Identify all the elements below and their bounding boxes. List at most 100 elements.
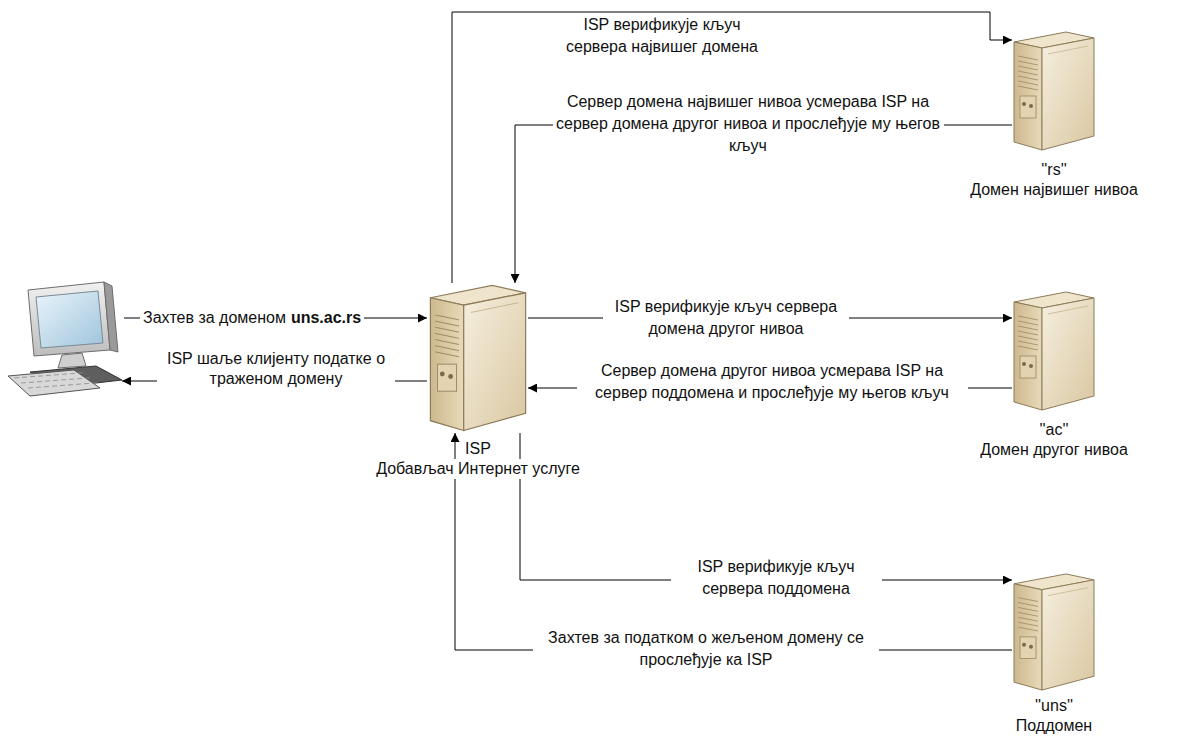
server-side [1042, 38, 1094, 150]
vent-slot [1018, 61, 1038, 65]
domain-name: uns.ac.rs [291, 309, 361, 326]
key-stroke [37, 381, 42, 382]
key-stroke [30, 376, 35, 377]
vent-slot [435, 346, 459, 351]
server-side [1042, 298, 1094, 410]
key-stroke [52, 385, 57, 386]
vent-slot [1018, 627, 1038, 631]
reset-button [1029, 364, 1033, 368]
reset-button [448, 374, 453, 379]
monitor-side [104, 282, 118, 352]
drive-bay [1020, 637, 1036, 659]
key-stroke [53, 380, 58, 381]
vent-slot [1018, 617, 1038, 621]
server-icon [1012, 572, 1096, 692]
vent-slot [1018, 76, 1038, 80]
key-stroke [62, 374, 67, 375]
vent-slot [1018, 81, 1038, 85]
server-side [1042, 580, 1094, 690]
client-computer [8, 282, 122, 396]
server-front [430, 298, 463, 431]
power-button [1022, 643, 1026, 647]
drive-bay [1020, 96, 1036, 118]
vent-slot [1018, 602, 1038, 606]
vent-slot [435, 327, 459, 332]
request-label: Захтев за доменомuns.ac.rs [140, 308, 364, 328]
server-front [1014, 302, 1042, 410]
edge-label: Сервер домена другог нивоа усмерава ISP … [577, 360, 968, 404]
key-stroke [92, 382, 97, 383]
server-caption: ISPДобављач Интернет услуге [374, 439, 582, 479]
side-panel-line [1048, 46, 1088, 54]
vent-slot [1018, 612, 1038, 616]
monitor-stand [58, 353, 86, 368]
key-stroke [69, 379, 74, 380]
vent-slot [1018, 66, 1038, 70]
flow-label: ISP шаље клијенту податке о траженом дом… [167, 350, 385, 387]
vent-slot [1018, 326, 1038, 330]
server-side [464, 293, 526, 431]
vent-slot [1018, 598, 1038, 602]
vent-slot [1018, 336, 1038, 340]
key-stroke [61, 379, 66, 380]
vent-slot [435, 333, 459, 338]
vent-slot [1018, 622, 1038, 626]
server-caption: ''rs''Домен највишег нивоа [968, 160, 1140, 200]
power-button [1022, 102, 1026, 106]
vent-slot [1018, 86, 1038, 90]
key-stroke [46, 375, 51, 376]
keyboard [8, 370, 100, 396]
key-stroke [85, 377, 90, 378]
server-name: ISP [463, 439, 493, 459]
power-button [1022, 362, 1026, 366]
key-stroke [36, 387, 41, 388]
vent-slot [435, 321, 459, 326]
key-stroke [54, 374, 59, 375]
key-stroke [77, 378, 82, 379]
reset-button [1029, 645, 1033, 649]
vent-slot [1018, 607, 1038, 611]
vent-slot [1018, 56, 1038, 60]
key-stroke [21, 382, 26, 383]
key-stroke [22, 377, 27, 378]
key-stroke [45, 380, 50, 381]
server-node: ''rs''Домен највишег нивоа [1012, 30, 1096, 152]
reset-button [1029, 104, 1033, 108]
key-stroke [44, 386, 49, 387]
key-stroke [76, 384, 81, 385]
server-node: ''uns''Поддомен [1012, 572, 1096, 692]
server-caption: ''ac''Домен другог нивоа [978, 420, 1130, 460]
edge-label: ISP верификује кључ сервера највишег дом… [552, 14, 773, 58]
monitor-frame [28, 282, 110, 356]
server-node: ''ac''Домен другог нивоа [1012, 290, 1096, 412]
server-front [1014, 42, 1042, 150]
power-button [440, 372, 445, 377]
server-name: ''ac'' [1037, 420, 1070, 440]
edge-label: Сервер домена највишег нивоа усмерава IS… [553, 91, 944, 157]
server-front [1014, 584, 1042, 690]
edge-label: ISP верификује кључ сервера домена друго… [603, 296, 849, 340]
monitor-screen [36, 291, 103, 348]
server-role: Домен другог нивоа [978, 440, 1130, 460]
vent-slot [1018, 346, 1038, 350]
server-icon [1012, 30, 1096, 152]
key-stroke [78, 372, 83, 373]
edge-label: ISP верификује кључ сервера поддомена [671, 556, 882, 600]
server-name: ''uns'' [1033, 696, 1075, 716]
server-icon [428, 283, 528, 433]
server-role: Поддомен [1014, 716, 1094, 736]
vent-slot [1018, 316, 1038, 320]
server-name: ''rs'' [1039, 160, 1069, 180]
drive-bay [438, 364, 457, 391]
vent-slot [1018, 71, 1038, 75]
side-panel-line [471, 303, 519, 313]
side-panel-line [1048, 306, 1088, 314]
server-icon [1012, 290, 1096, 412]
key-stroke [38, 375, 43, 376]
vent-slot [1018, 331, 1038, 335]
vent-slot [435, 340, 459, 345]
vent-slot [1018, 321, 1038, 325]
key-stroke [28, 387, 33, 388]
vent-slot [435, 352, 459, 357]
